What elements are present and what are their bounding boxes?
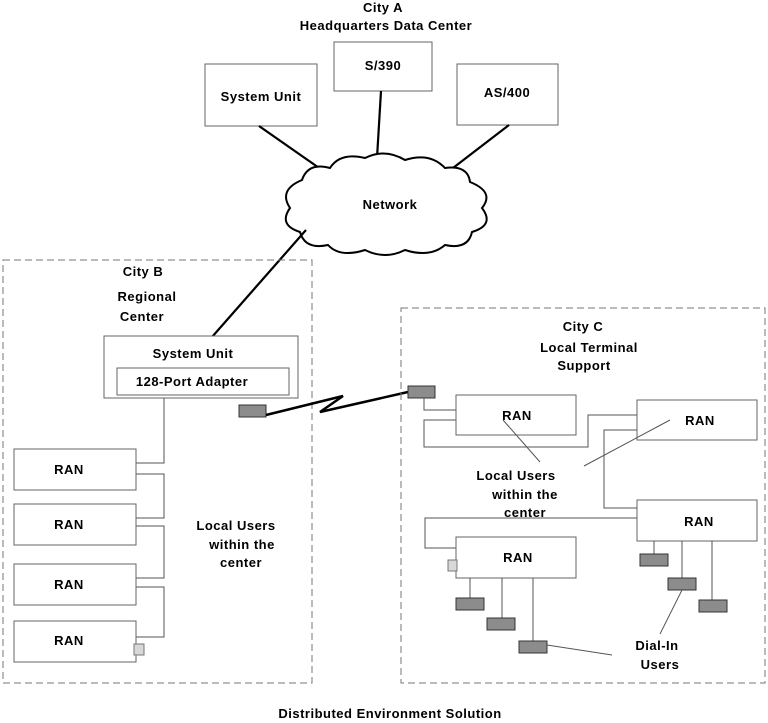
dial-in-line2: Users bbox=[641, 657, 680, 672]
link-s390-network bbox=[375, 90, 383, 159]
wire-ran2-ran3 bbox=[603, 429, 637, 509]
city-c-ran-4-side-port bbox=[447, 559, 458, 572]
city-b-line1: City B bbox=[123, 264, 164, 279]
city-b-line2: Regional bbox=[118, 289, 177, 304]
dial-port-ran3-b bbox=[667, 577, 697, 591]
city-c-local-users-line3: center bbox=[504, 505, 546, 520]
wire-port-ran1 bbox=[423, 398, 456, 411]
dial-port-ran4-b bbox=[486, 617, 516, 631]
city-b-system-unit-label: System Unit bbox=[153, 346, 234, 361]
city-b-ran-4 bbox=[13, 620, 137, 663]
hq-system-unit-box bbox=[204, 63, 318, 127]
city-c-line2: Local Terminal bbox=[540, 340, 638, 355]
wire-ran1-ran2 bbox=[423, 414, 637, 448]
city-c-ran-3-label: RAN bbox=[684, 514, 714, 529]
callout-local-users-ran1 bbox=[502, 419, 541, 463]
city-b-local-users-line2: within the bbox=[208, 537, 275, 552]
city-c-local-users-line1: Local Users bbox=[476, 468, 555, 483]
callout-dial-in-ran3 bbox=[659, 589, 683, 635]
wire-ran3-ran4 bbox=[424, 517, 637, 549]
city-b-ran-2 bbox=[13, 503, 137, 546]
city-a-subtitle: Headquarters Data Center bbox=[300, 18, 472, 33]
city-c-ran-2-label: RAN bbox=[685, 413, 715, 428]
city-c-line1: City C bbox=[563, 319, 604, 334]
city-c-ran-4 bbox=[455, 536, 577, 579]
network-cloud bbox=[284, 152, 488, 256]
city-b-line3: Center bbox=[120, 309, 164, 324]
wan-link bbox=[265, 390, 409, 417]
city-c-ran-1-label: RAN bbox=[502, 408, 532, 423]
callout-local-users-ran2 bbox=[583, 419, 671, 467]
city-a-title: City A bbox=[363, 0, 403, 15]
dial-port-ran3-a bbox=[639, 553, 669, 567]
city-c-line3: Support bbox=[557, 358, 610, 373]
wire-ran3-ran4 bbox=[136, 586, 165, 638]
link-system-unit-network bbox=[258, 125, 323, 171]
city-b-local-users-line1: Local Users bbox=[196, 518, 275, 533]
hq-system-unit-label: System Unit bbox=[221, 89, 302, 104]
link-network-city-b bbox=[211, 229, 307, 338]
city-c-ran-2 bbox=[636, 399, 758, 441]
city-b-region bbox=[2, 259, 313, 684]
city-b-ran-3 bbox=[13, 563, 137, 606]
city-b-port bbox=[238, 404, 267, 418]
wire-adapter-ran1 bbox=[136, 398, 165, 464]
city-c-local-users-line2: within the bbox=[491, 487, 558, 502]
wire-ran1-ran2 bbox=[136, 473, 165, 519]
city-c-port bbox=[407, 385, 436, 399]
dial-in-line1: Dial-In bbox=[635, 638, 678, 653]
city-c-ran-1 bbox=[455, 394, 577, 436]
city-b-local-users-line3: center bbox=[220, 555, 262, 570]
as400-label: AS/400 bbox=[484, 85, 530, 100]
link-as400-network bbox=[452, 124, 510, 169]
s390-label: S/390 bbox=[365, 58, 401, 73]
as400-box bbox=[456, 63, 559, 126]
network-label: Network bbox=[363, 197, 418, 212]
adapter-label: 128-Port Adapter bbox=[136, 374, 248, 389]
adapter-box bbox=[116, 367, 290, 396]
city-b-ran-4-label: RAN bbox=[54, 633, 84, 648]
city-b-ran-1-label: RAN bbox=[54, 462, 84, 477]
dial-port-ran4-a bbox=[455, 597, 485, 611]
city-c-ran-4-label: RAN bbox=[503, 550, 533, 565]
city-b-ran-2-label: RAN bbox=[54, 517, 84, 532]
city-c-region bbox=[400, 307, 766, 684]
dial-port-ran3-c bbox=[698, 599, 728, 613]
city-b-ran-3-label: RAN bbox=[54, 577, 84, 592]
s390-box bbox=[333, 41, 433, 92]
callout-dial-in-ran4 bbox=[546, 644, 613, 656]
figure-caption: Distributed Environment Solution bbox=[278, 706, 501, 721]
city-c-ran-3 bbox=[636, 499, 758, 542]
city-b-ran-4-port bbox=[133, 643, 145, 656]
dial-port-ran4-c bbox=[518, 640, 548, 654]
wire-ran2-ran3 bbox=[136, 525, 165, 579]
city-b-ran-1 bbox=[13, 448, 137, 491]
